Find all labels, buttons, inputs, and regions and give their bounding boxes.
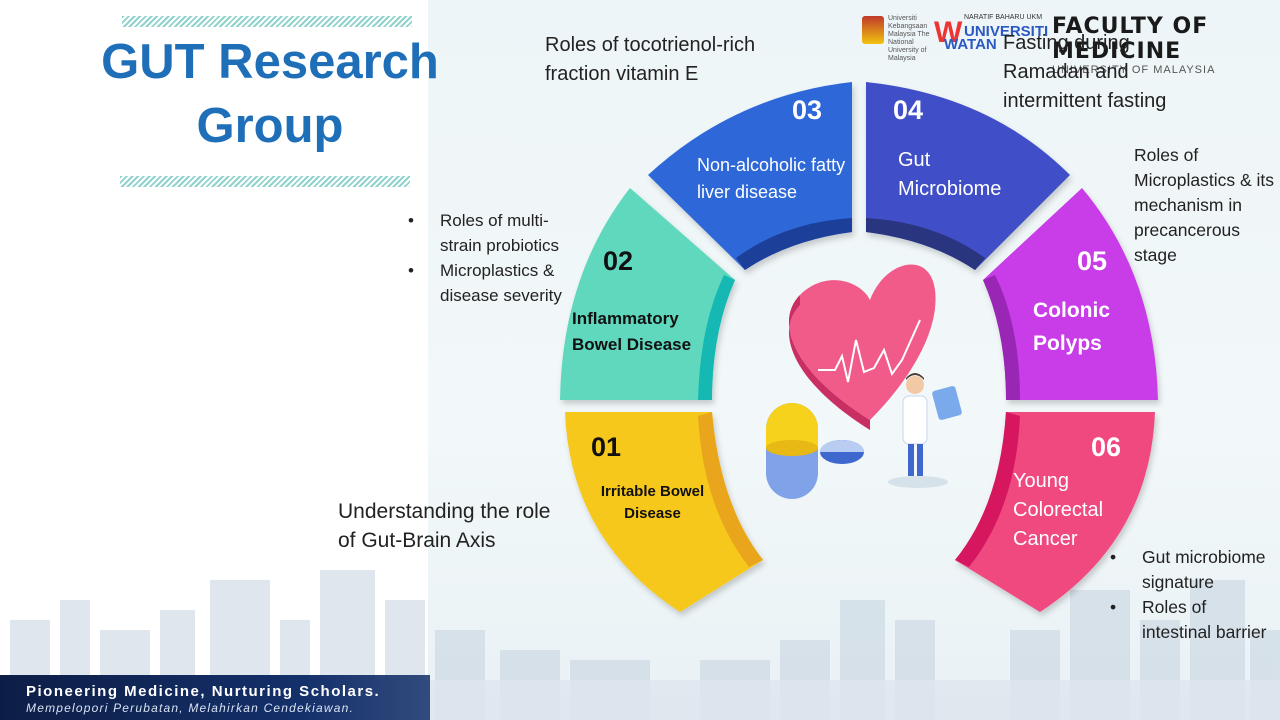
ukm-crest-icon (862, 16, 884, 44)
decorative-hatch-top (122, 16, 412, 27)
note-item: Microplastics & disease severity (404, 258, 584, 308)
heart-icon (788, 264, 936, 430)
note-item: Roles of intestinal barrier (1106, 595, 1280, 645)
faculty-of-medicine-logo: FACULTY OF MEDICINE UNIVERSITY OF MALAYS… (1052, 14, 1216, 76)
segment-04-label: Gut Microbiome (898, 149, 1002, 200)
segment-05-number: 05 (1077, 246, 1108, 276)
note-microplastics: Roles of Microplastics & its mechanism i… (1134, 145, 1275, 265)
segment-04-number: 04 (893, 95, 924, 125)
segment-03-number: 03 (792, 95, 823, 125)
note-tocotrienol: Roles of tocotrienol-rich fraction vitam… (545, 34, 756, 85)
universiti-watan-logo: W NARATIF BAHARU UKM UNIVERSITI WATAN (934, 14, 1049, 53)
logo-bar: Universiti Kebangsaan Malaysia The Natio… (862, 14, 1262, 76)
note-list-ibd: Roles of multi-strain probiotics Micropl… (404, 208, 584, 308)
doctor-figure-icon (888, 373, 962, 488)
note-list-crc: Gut microbiome signature Roles of intest… (1106, 545, 1280, 645)
segment-02-label: Inflammatory Bowel Disease (572, 309, 692, 354)
note-item: Gut microbiome signature (1106, 545, 1280, 595)
segment-05[interactable] (983, 188, 1158, 400)
segment-02[interactable] (560, 188, 735, 400)
segment-04[interactable] (866, 82, 1070, 270)
pill-capsule-icon (766, 403, 864, 499)
note-item: Roles of multi-strain probiotics (404, 208, 584, 258)
footer-tagline-malay: Mempelopori Perubatan, Melahirkan Cendek… (26, 701, 355, 715)
footer-tagline: Pioneering Medicine, Nurturing Scholars. (26, 683, 381, 700)
note-gut-brain-axis: Understanding the role of Gut-Brain Axis (338, 500, 551, 552)
page-title: GUT Research Group (101, 35, 439, 153)
segment-01[interactable] (565, 412, 763, 612)
segment-05-label: Colonic Polyps (1033, 299, 1110, 355)
decorative-hatch-bottom (120, 176, 410, 187)
segment-06-label: Young Colorectal Cancer (1013, 470, 1104, 550)
segment-01-label: Irritable Bowel Disease (600, 483, 705, 522)
segment-06[interactable] (955, 412, 1155, 612)
segment-01-number: 01 (591, 432, 622, 462)
segment-03-label: Non-alcoholic fatty liver disease (697, 155, 846, 202)
segment-03[interactable] (648, 82, 852, 270)
segment-02-number: 02 (603, 246, 634, 276)
footer-banner: Pioneering Medicine, Nurturing Scholars.… (0, 675, 430, 720)
note-fasting: Fasting during Ramadan and intermittent … (1003, 32, 1167, 112)
segment-06-number: 06 (1091, 432, 1122, 462)
